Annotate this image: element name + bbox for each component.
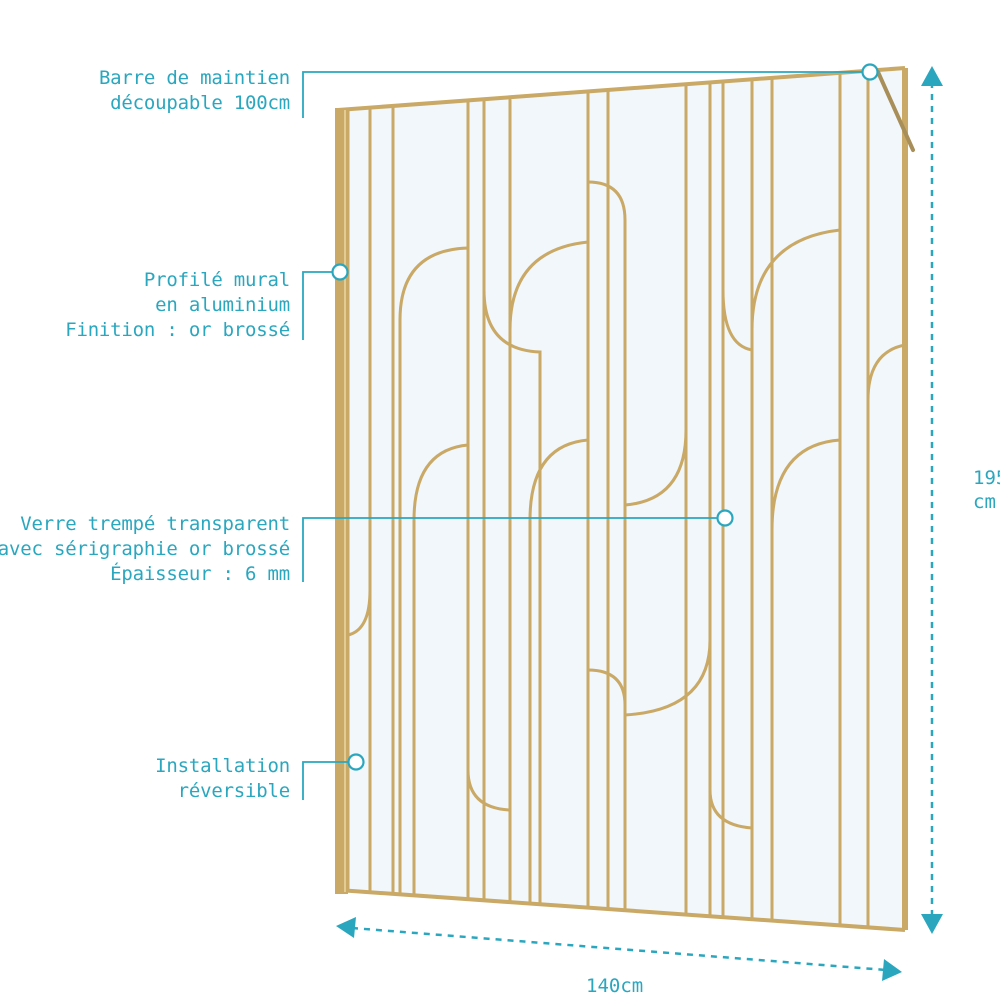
callout-glass-label: Verre trempé transparent avec sérigraphi… [0, 512, 290, 587]
width-label: 140cm [586, 975, 644, 997]
height-label-line1: 195 [973, 467, 1000, 489]
callout-lines [302, 71, 862, 800]
callout-bar-line2: découpable 100cm [110, 92, 290, 114]
height-dimension [921, 66, 943, 934]
gold-serigraphy-pattern [346, 68, 905, 930]
callout-marker-bar [861, 63, 879, 81]
callout-marker-glass [716, 509, 734, 527]
callout-wall-profile-line3: Finition : or brossé [65, 319, 290, 341]
callout-bar-label: Barre de maintien découpable 100cm [99, 66, 290, 116]
wall-profile [335, 108, 348, 894]
glass-panel [338, 68, 905, 930]
callout-glass-line3: Épaisseur : 6 mm [110, 563, 290, 585]
callout-install-line1: Installation [155, 755, 290, 777]
callout-marker-wall-profile [331, 263, 349, 281]
width-dimension [336, 917, 902, 981]
callout-wall-profile-line1: Profilé mural [143, 269, 290, 291]
callout-wall-profile-label: Profilé mural en aluminium Finition : or… [65, 268, 290, 343]
callout-glass-line1: Verre trempé transparent [20, 513, 290, 535]
callout-install-line2: réversible [177, 780, 291, 802]
callout-glass-line2: avec sérigraphie or brossé [0, 538, 290, 560]
callout-install-label: Installation réversible [155, 754, 290, 804]
callout-markers [331, 63, 879, 771]
callout-bar-line1: Barre de maintien [98, 67, 290, 89]
panel-frame [337, 66, 908, 932]
support-bar [876, 70, 915, 152]
callout-marker-install [347, 753, 365, 771]
height-label-line2: cm [973, 491, 996, 513]
callout-wall-profile-line2: en aluminium [155, 294, 290, 316]
height-label: 195 cm [973, 466, 1000, 514]
